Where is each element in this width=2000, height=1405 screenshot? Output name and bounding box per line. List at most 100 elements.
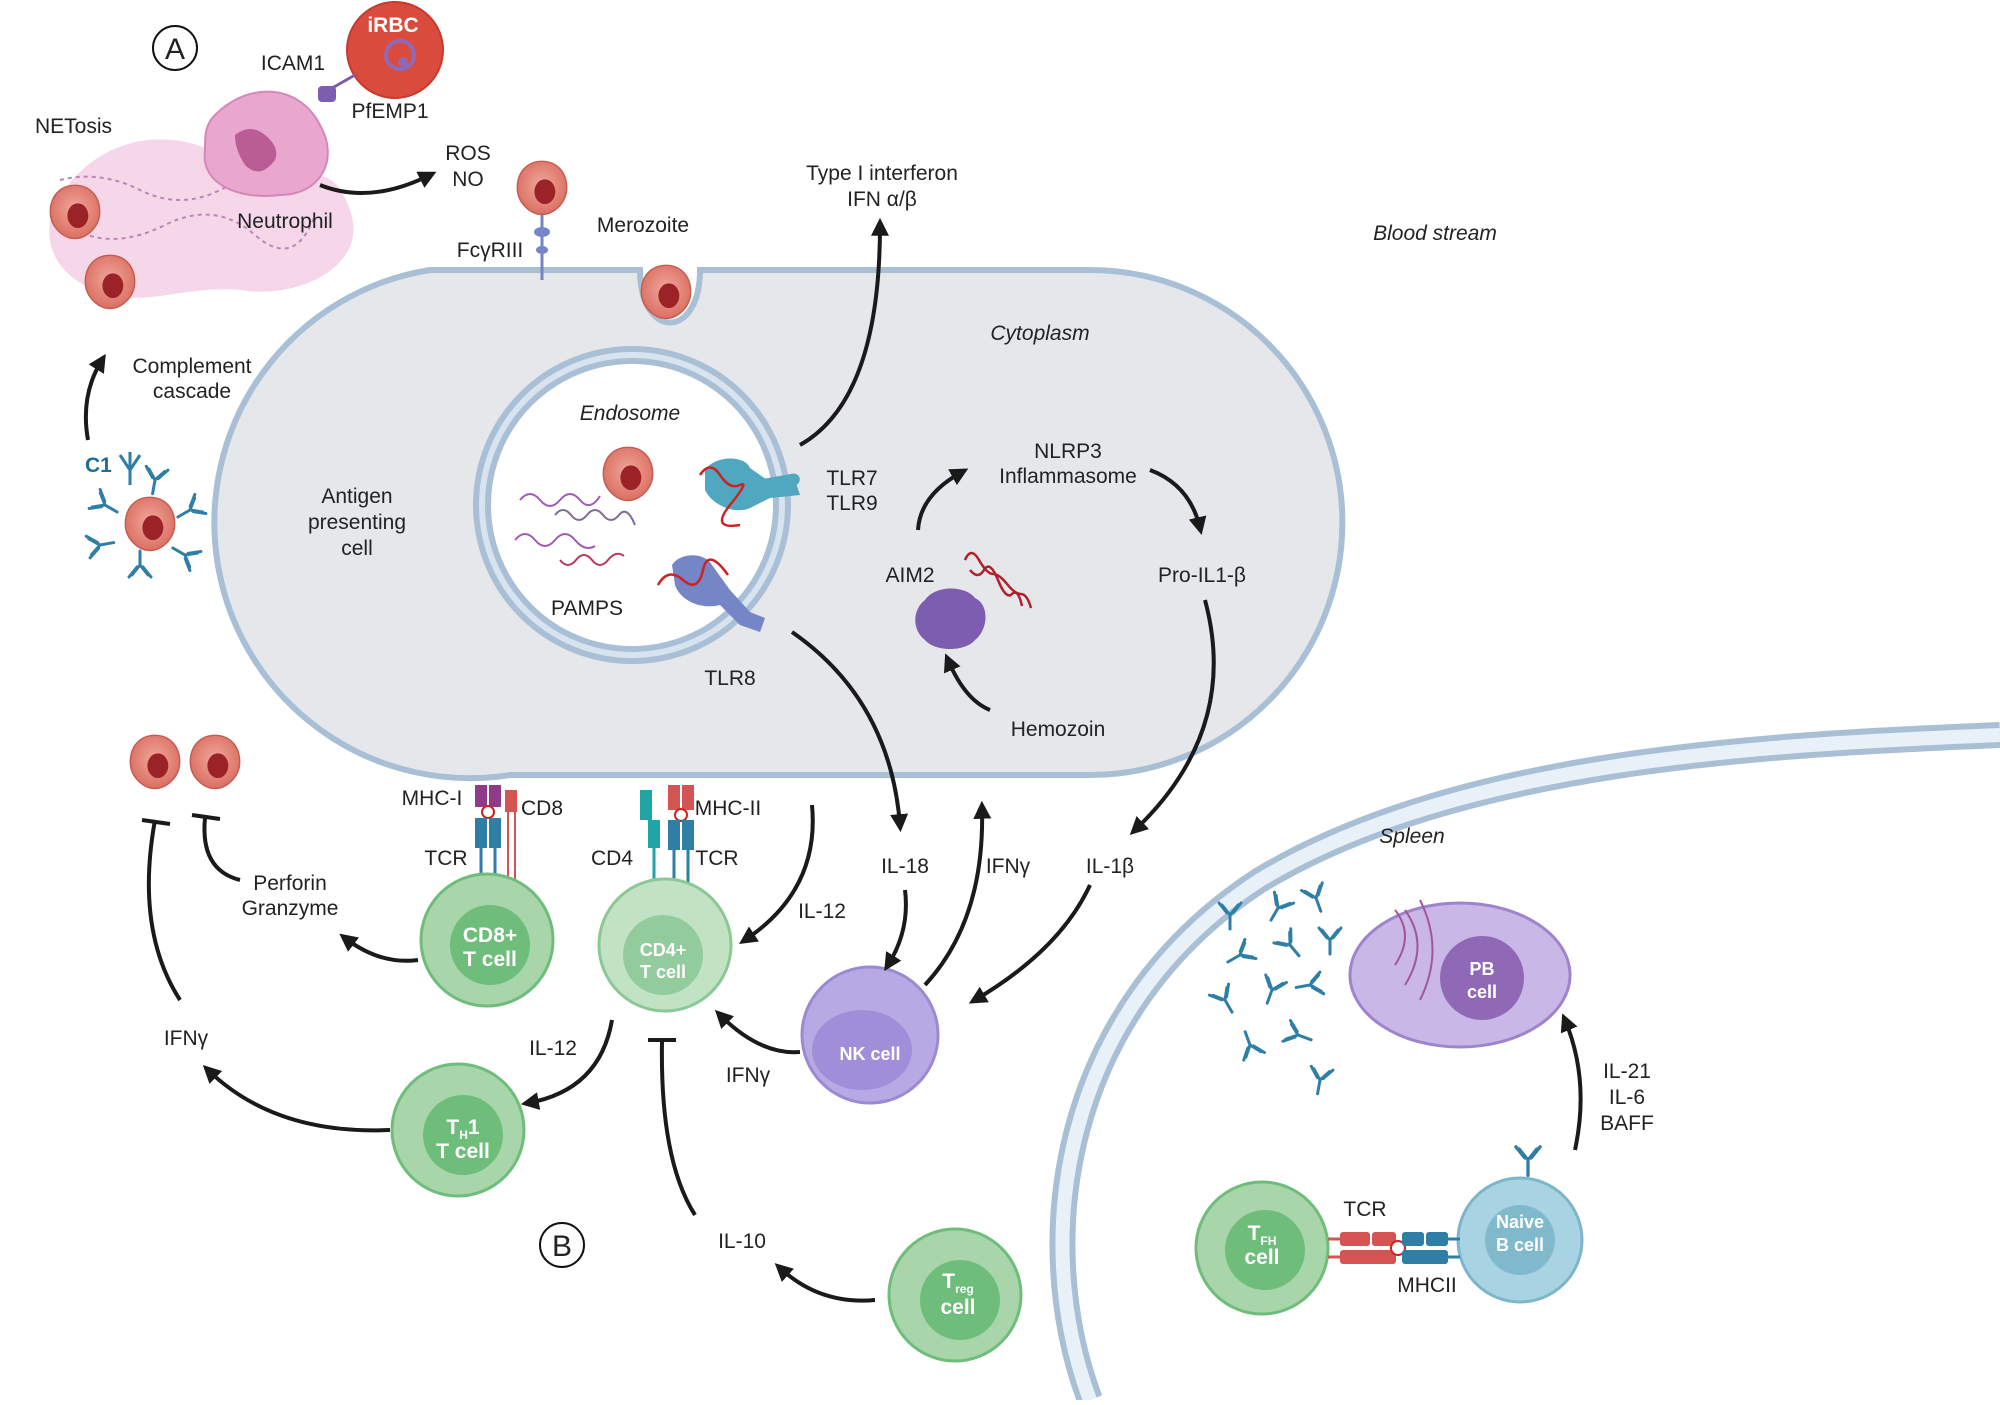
arrow-bcell-pb <box>1560 1013 1583 1151</box>
bcr-antibody <box>1514 1145 1542 1178</box>
arrow-nk-ifng-apc <box>923 800 992 987</box>
label-pb-line2: cell <box>1467 982 1497 1002</box>
label-c1: C1 <box>85 454 112 477</box>
label-tlr7: TLR7 <box>826 467 877 490</box>
label-granzyme: Granzyme <box>242 897 339 920</box>
tcr-mhcii-synapse <box>1328 1232 1460 1264</box>
label-pfemp1: PfEMP1 <box>351 100 428 123</box>
c1-complex <box>118 452 142 485</box>
label-treg: Treg <box>942 1270 974 1296</box>
arrow-apc-il12-cd4 <box>739 804 815 944</box>
label-tcr-right: TCR <box>695 847 738 870</box>
label-il1b: IL-1β <box>1086 855 1134 878</box>
mhc2-tcr-cd4-complex <box>640 785 694 885</box>
merozoite-rbc <box>640 264 692 320</box>
label-naive-line2: B cell <box>1496 1235 1544 1255</box>
arrow-nlrp3-proil1b <box>1149 468 1207 536</box>
tlr7-tlr9-receptor <box>698 458 800 528</box>
arrow-cd8-perforin <box>339 933 419 963</box>
label-th1: TH1 <box>446 1116 480 1142</box>
panel-label-b: B <box>539 1222 585 1268</box>
label-pb-line1: PB <box>1469 959 1494 979</box>
fcgriii-rbc <box>516 160 568 216</box>
arrow-tlr8-il18 <box>790 630 909 833</box>
arrow-neutrophil-ros <box>319 171 437 195</box>
label-cd4: CD4 <box>591 847 633 870</box>
free-antibodies <box>1207 881 1343 1098</box>
spleen-membrane <box>1049 722 2000 1405</box>
label-naive-line1: Naive <box>1496 1212 1544 1232</box>
label-cascade: cascade <box>153 380 231 403</box>
tfh-cell <box>1194 1180 1330 1316</box>
arrow-il18-nk <box>884 889 908 972</box>
label-nlrp3: NLRP3 <box>1034 440 1102 463</box>
label-tcr-left: TCR <box>424 847 467 870</box>
irbc-cell <box>346 1 444 99</box>
label-ros: ROS <box>445 142 491 165</box>
label-nk: NK cell <box>839 1044 900 1064</box>
arrow-aim2-nlrp3 <box>916 468 969 531</box>
arrow-hemozoin-aim2 <box>943 653 991 712</box>
arrow-treg-il10 <box>774 1263 876 1303</box>
label-icam1: ICAM1 <box>261 52 325 75</box>
label-il18: IL-18 <box>881 855 929 878</box>
label-perforin: Perforin <box>253 872 327 895</box>
mhc1-tcr-cd8-complex <box>475 785 517 882</box>
label-endosome: Endosome <box>580 402 680 425</box>
label-fcgriii: FcγRIII <box>457 239 524 262</box>
label-pro-il1b: Pro-IL1-β <box>1158 564 1246 587</box>
label-il12-bottom: IL-12 <box>529 1037 577 1060</box>
icam1-pfemp1-binding <box>318 73 356 102</box>
label-cd8-line2: T cell <box>463 948 517 971</box>
label-hemozoin: Hemozoin <box>1011 718 1106 741</box>
label-pamps: PAMPS <box>551 597 623 620</box>
label-ifng-left: IFNγ <box>164 1027 209 1050</box>
label-spleen-tcr: TCR <box>1343 1198 1386 1221</box>
label-complement: Complement <box>132 355 251 378</box>
label-cd4-line2: T cell <box>640 962 686 982</box>
treg-cell <box>887 1227 1023 1363</box>
netosis-rbc-2 <box>84 254 136 310</box>
label-neutrophil: Neutrophil <box>237 210 333 233</box>
cd4-t-cell <box>597 877 733 1013</box>
label-cd8-line1: CD8+ <box>463 924 517 947</box>
target-rbc-2 <box>189 734 241 790</box>
label-tfh-line2: cell <box>1244 1246 1279 1269</box>
inhibit-il10-cd4 <box>648 1038 697 1217</box>
label-apc-line1: Antigen <box>321 485 392 508</box>
arrow-nk-cd4 <box>714 1009 801 1055</box>
label-cd4-line1: CD4+ <box>640 940 687 960</box>
label-inflammasome: Inflammasome <box>999 465 1137 488</box>
endosome-rbc <box>602 446 654 502</box>
label-apc-line3: cell <box>341 537 373 560</box>
dsdna-strand <box>963 551 1033 609</box>
label-aim2: AIM2 <box>885 564 934 587</box>
label-apc-line2: presenting <box>308 511 406 534</box>
label-cytoplasm: Cytoplasm <box>990 322 1089 345</box>
netosis-rbc-1 <box>49 184 101 240</box>
arrow-cd4-th1 <box>520 1019 614 1110</box>
arrow-il1b-nk <box>968 884 1092 1004</box>
arrow-tlr-ifn <box>799 217 889 447</box>
label-mhc1: MHC-I <box>402 787 463 810</box>
label-ifng-nk-up: IFNγ <box>986 855 1031 878</box>
label-tlr9: TLR9 <box>826 492 877 515</box>
label-treg-line2: cell <box>940 1296 975 1319</box>
label-baff: BAFF <box>1600 1112 1654 1135</box>
label-cd8: CD8 <box>521 797 563 820</box>
label-mhc2: MHC-II <box>695 797 762 820</box>
label-netosis: NETosis <box>35 115 112 138</box>
label-il6: IL-6 <box>1609 1086 1645 1109</box>
tlr8-receptor <box>656 555 765 632</box>
inhibit-ifng-rbc <box>141 818 182 1002</box>
naive-b-cell <box>1456 1176 1584 1304</box>
arrow-proil1b-il1b <box>1129 599 1216 835</box>
label-ifng-nk: IFNγ <box>726 1064 771 1087</box>
panel-label-a: A <box>152 25 198 71</box>
label-th1-line2: T cell <box>436 1140 490 1163</box>
svg-text:A: A <box>165 33 185 66</box>
plasmablast-cell <box>1348 899 1572 1049</box>
label-il10: IL-10 <box>718 1230 766 1253</box>
label-mhcii: MHCII <box>1397 1274 1457 1297</box>
